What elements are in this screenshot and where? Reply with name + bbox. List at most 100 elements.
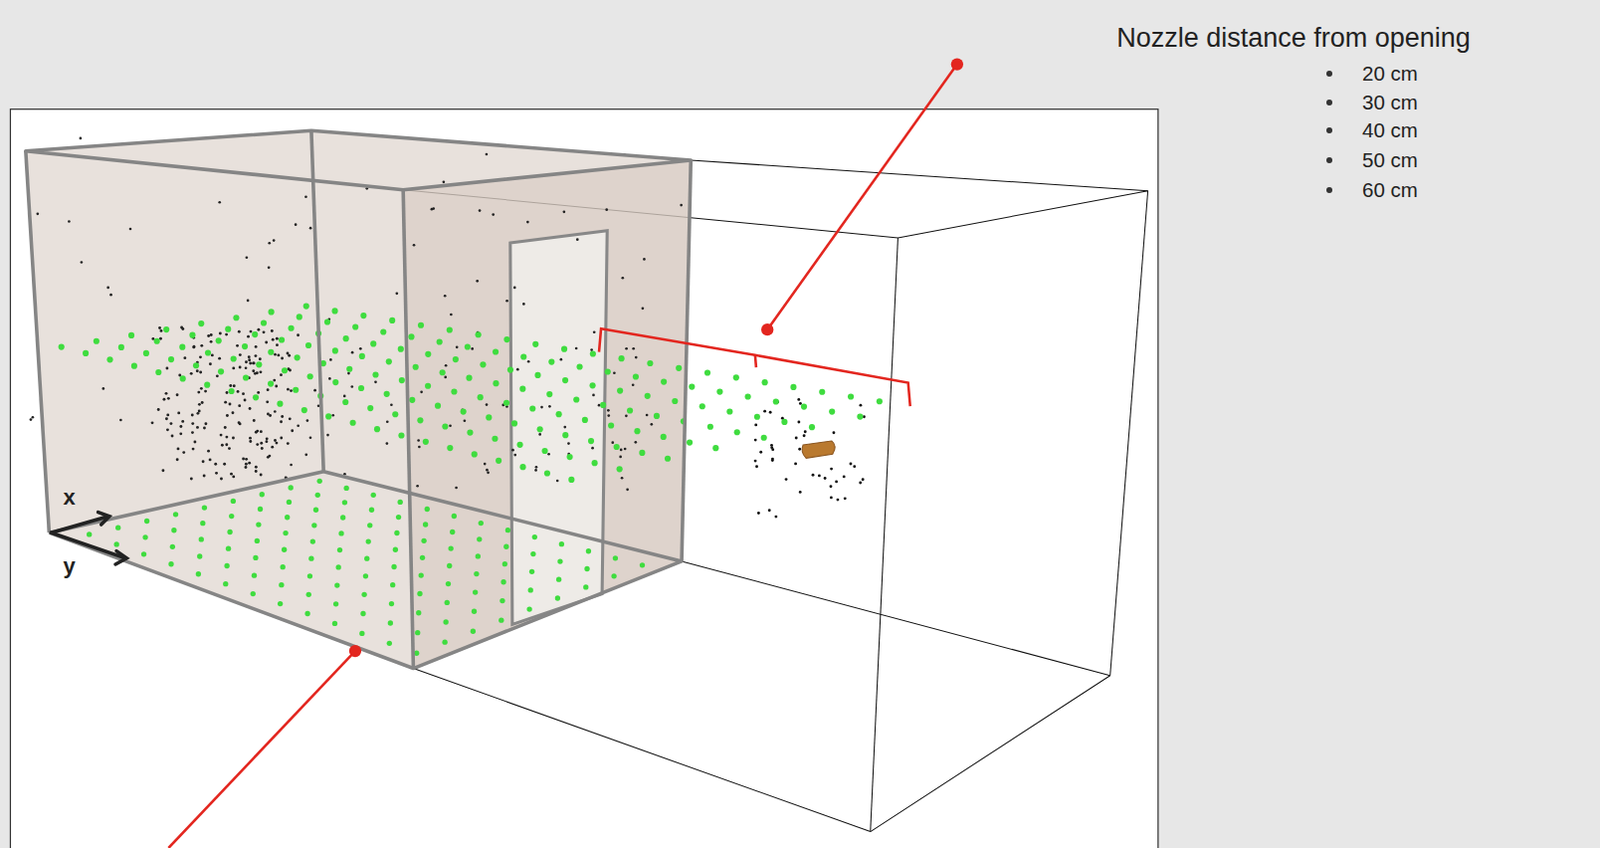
probe-point	[466, 429, 473, 436]
particle	[843, 496, 847, 500]
probe-point	[520, 353, 527, 360]
particle	[196, 411, 200, 415]
probe-point	[311, 522, 317, 528]
bullet-dot	[1326, 70, 1333, 77]
probe-point	[384, 391, 391, 398]
particle	[359, 347, 363, 351]
probe-point	[449, 529, 455, 535]
particle	[241, 457, 245, 461]
probe-point	[529, 404, 536, 411]
probe-point	[141, 551, 147, 557]
particle	[245, 255, 249, 259]
probe-point	[485, 413, 492, 420]
probe-point	[255, 521, 261, 527]
probe-point	[276, 400, 283, 407]
probe-point	[478, 520, 484, 526]
probe-point	[407, 333, 414, 340]
probe-point	[163, 326, 170, 333]
probe-point	[492, 348, 499, 355]
particle	[248, 436, 252, 440]
particle	[220, 443, 224, 447]
probe-point	[179, 344, 186, 351]
probe-point	[660, 433, 667, 440]
particle	[491, 212, 495, 216]
particle	[270, 445, 274, 449]
probe-point	[546, 391, 553, 398]
probe-point	[268, 308, 275, 315]
probe-point	[412, 364, 419, 371]
particle	[829, 467, 833, 471]
room-edges	[25, 130, 691, 668]
particle	[811, 473, 815, 477]
particle	[797, 398, 800, 401]
particle	[548, 404, 552, 408]
probe-point	[363, 573, 369, 579]
probe-point	[562, 431, 569, 438]
probe-point	[686, 438, 693, 445]
particle	[522, 302, 526, 306]
probe-point	[200, 520, 205, 526]
probe-point	[260, 319, 267, 326]
particle	[279, 419, 283, 423]
bullet-dot	[1326, 127, 1333, 134]
particle	[163, 398, 167, 401]
particle	[642, 257, 646, 261]
particle	[179, 431, 183, 435]
probe-point	[367, 522, 373, 528]
particle	[625, 487, 629, 491]
particle	[463, 418, 467, 422]
particle	[199, 355, 202, 359]
probe-point	[255, 361, 262, 368]
particle	[247, 461, 251, 465]
probe-point	[189, 332, 196, 339]
particle	[200, 387, 203, 391]
probe-point	[417, 322, 424, 329]
probe-point	[142, 534, 148, 540]
particle	[225, 391, 229, 395]
particle	[832, 430, 836, 434]
probe-point	[476, 536, 482, 542]
particle	[177, 446, 181, 450]
particle	[343, 395, 347, 399]
particle	[209, 333, 213, 337]
probe-point	[583, 584, 589, 590]
probe-point	[280, 564, 286, 570]
probe-point	[688, 384, 695, 391]
particle	[785, 477, 789, 481]
particle	[513, 453, 517, 457]
particle	[129, 227, 133, 231]
particle	[210, 353, 214, 357]
particle	[202, 474, 206, 478]
particle	[754, 459, 758, 463]
probe-point	[562, 377, 569, 384]
particle	[276, 353, 280, 357]
probe-point	[607, 421, 614, 428]
particle	[244, 465, 248, 469]
probe-point	[251, 572, 257, 578]
probe-point	[424, 506, 430, 512]
particle	[256, 391, 260, 395]
particle	[386, 441, 390, 445]
particle	[563, 425, 567, 429]
probe-point	[374, 425, 381, 432]
particle	[192, 447, 196, 451]
probe-point	[131, 363, 138, 370]
particle	[169, 421, 173, 425]
particle	[196, 425, 200, 429]
particle	[262, 330, 266, 334]
probe-point	[196, 571, 201, 577]
particle	[182, 450, 186, 454]
probe-point	[616, 465, 623, 472]
probe-point	[773, 398, 780, 404]
particle	[563, 210, 567, 214]
probe-point	[359, 353, 366, 360]
particle	[287, 354, 291, 358]
probe-point	[204, 349, 211, 356]
particle	[217, 200, 221, 204]
particle	[248, 439, 252, 443]
particle	[243, 399, 247, 402]
particle	[223, 425, 227, 429]
particle	[511, 448, 515, 452]
probe-point	[447, 545, 453, 551]
distance-value: 30 cm	[1362, 90, 1418, 115]
